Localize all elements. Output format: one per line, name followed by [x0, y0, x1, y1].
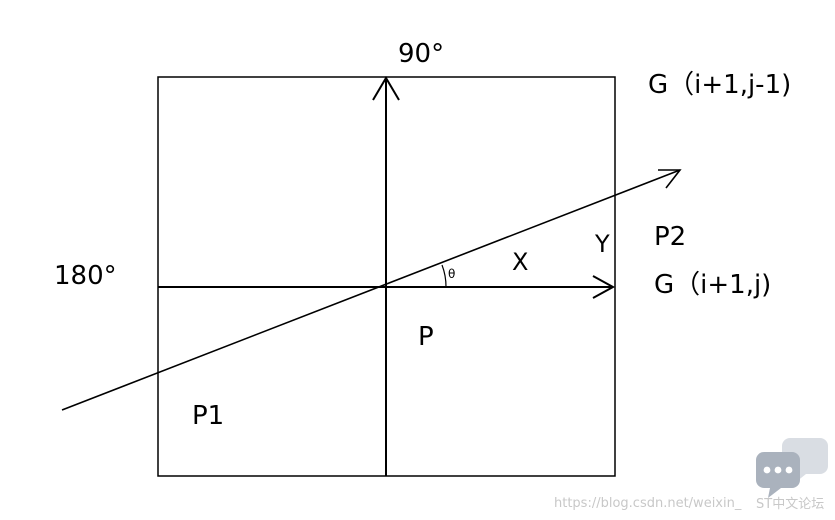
label-180-degrees: 180° — [54, 261, 117, 291]
watermark-url: https://blog.csdn.net/weixin_ — [554, 496, 742, 511]
theta-arc — [441, 264, 447, 288]
label-p1: P1 — [192, 401, 224, 431]
chat-bubbles-icon — [756, 438, 828, 498]
gradient-direction-line — [61, 169, 681, 411]
watermark-brand: ST中文论坛 — [756, 497, 824, 512]
label-x: X — [512, 248, 528, 276]
label-theta: θ — [448, 267, 455, 281]
horizontal-axis-arrowhead — [592, 275, 616, 299]
label-y: Y — [594, 230, 610, 258]
label-p2: P2 — [654, 222, 686, 252]
label-90-degrees: 90° — [398, 39, 444, 69]
label-p: P — [418, 322, 434, 352]
watermark: https://blog.csdn.net/weixin_ ST中文论坛 — [554, 438, 828, 512]
label-g-right: G（i+1,j) — [654, 270, 771, 300]
gradient-direction-arrowhead — [658, 169, 682, 189]
label-g-top: G（i+1,j-1) — [648, 70, 791, 100]
vertical-axis-arrowhead — [372, 76, 400, 101]
